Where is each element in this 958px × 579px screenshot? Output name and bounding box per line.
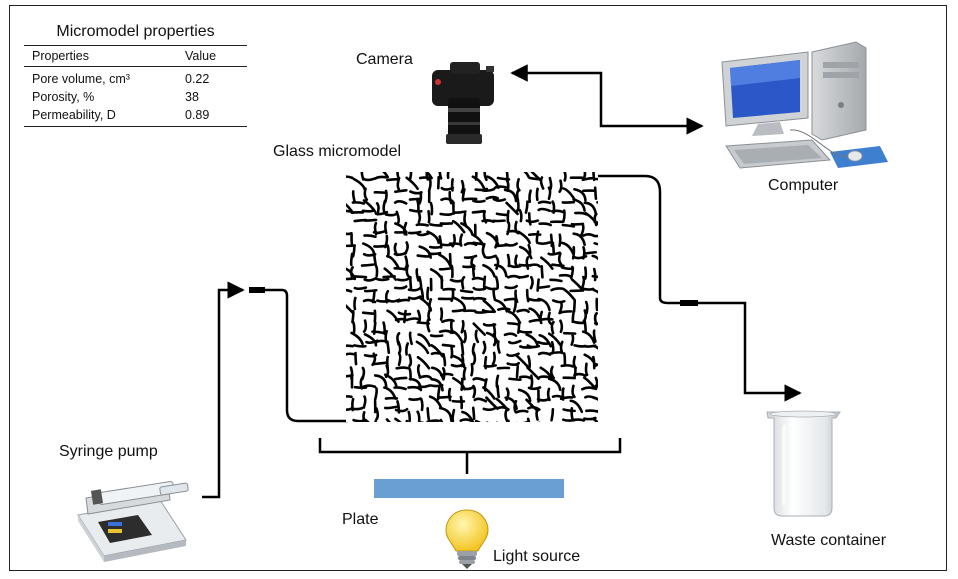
inlet-connector	[249, 287, 265, 293]
support-bracket	[318, 438, 622, 474]
row-property: Permeability, D	[24, 106, 177, 127]
table-row: Porosity, % 38	[24, 88, 247, 106]
micromodel-properties-table: Micromodel properties Properties Value P…	[24, 23, 247, 127]
label-glass-micromodel: Glass micromodel	[273, 143, 402, 160]
row-value: 0.22	[185, 72, 210, 86]
label-light-source: Light source	[493, 548, 581, 565]
label-syringe-pump: Syringe pump	[59, 443, 158, 460]
outlet-to-waste-line	[698, 301, 802, 402]
table-header-row: Properties Value	[24, 45, 247, 67]
table-row: Pore volume, cm³ 0.22	[24, 67, 247, 89]
light-bulb-icon	[445, 509, 489, 569]
header-value: Value	[177, 45, 247, 67]
diagram-frame	[9, 5, 947, 571]
row-property: Porosity, %	[32, 90, 95, 104]
pore-network-pattern	[346, 172, 598, 422]
glass-micromodel	[346, 172, 598, 422]
desktop-computer-icon	[721, 41, 888, 169]
camera-icon	[432, 62, 494, 144]
table-row: Permeability, D 0.89	[24, 106, 247, 127]
label-plate: Plate	[342, 511, 379, 528]
label-camera: Camera	[356, 51, 413, 68]
tubing-lines	[202, 64, 802, 499]
label-computer: Computer	[768, 177, 839, 194]
inlet-tube	[252, 288, 348, 423]
outlet-tube	[596, 174, 680, 305]
properties-table: Properties Value Pore volume, cm³ 0.22 P…	[24, 45, 247, 127]
row-value: 38	[185, 90, 199, 104]
outlet-connector	[680, 300, 698, 306]
beaker-icon	[766, 410, 841, 517]
row-value: 0.89	[177, 106, 247, 127]
row-property: Pore volume, cm³	[32, 72, 130, 86]
plate	[374, 479, 564, 498]
label-waste-container: Waste container	[771, 532, 887, 549]
table-title: Micromodel properties	[56, 23, 215, 40]
camera-computer-line	[510, 64, 704, 135]
header-properties: Properties	[24, 45, 177, 67]
pump-to-inlet-line	[202, 281, 245, 499]
syringe-pump-icon	[77, 481, 189, 562]
